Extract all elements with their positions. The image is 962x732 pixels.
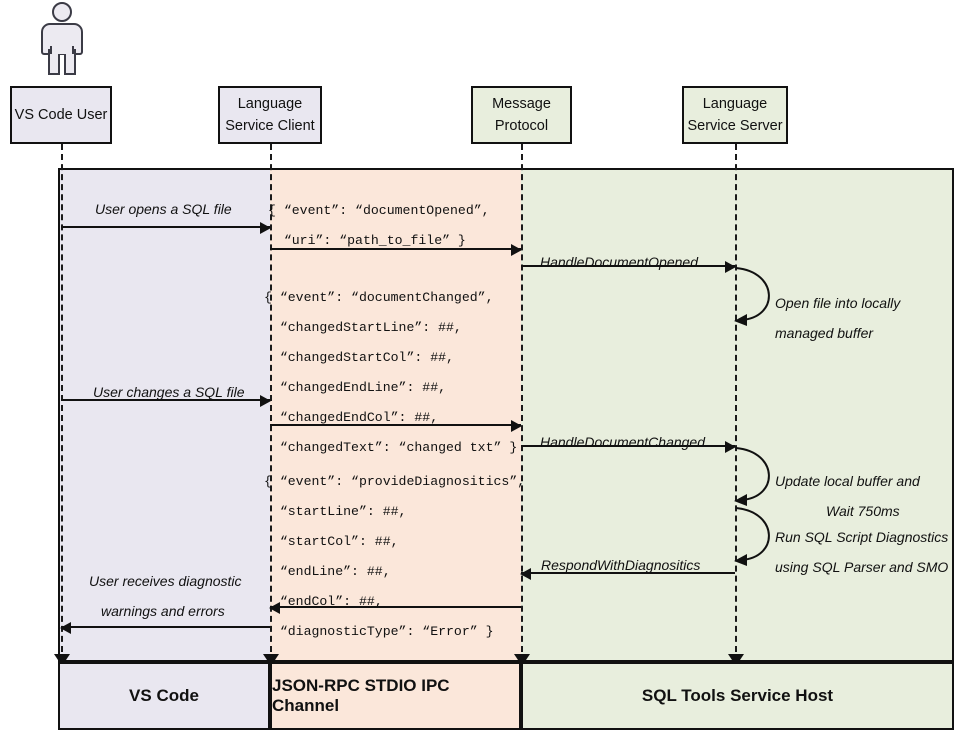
arrow-protocol-to-client-respond bbox=[269, 602, 521, 614]
lifeline-header-message-protocol: Message Protocol bbox=[471, 86, 572, 144]
actor-head-icon bbox=[52, 2, 72, 22]
lifeline-title-line1: Message bbox=[492, 95, 551, 112]
lifeline-title-line1: Language bbox=[237, 95, 303, 112]
json-payload-document-changed: { “event”: “documentChanged”, “changedSt… bbox=[264, 283, 517, 463]
message-label-user-receives-line2: warnings and errors bbox=[101, 603, 225, 619]
lifeline-header-vs-code-user: VS Code User bbox=[10, 86, 112, 144]
message-label-respond-with-diagnositics: RespondWithDiagnositics bbox=[541, 557, 701, 573]
json-line: “endCol”: ##, bbox=[264, 594, 383, 609]
json-line: “endLine”: ##, bbox=[264, 564, 391, 579]
user-actor-icon bbox=[38, 2, 86, 76]
actor-left-leg-icon bbox=[48, 49, 60, 75]
swimlane-outline bbox=[58, 168, 954, 662]
swimlane-service-host bbox=[521, 168, 954, 662]
lifeline-title-line2: Service Client bbox=[225, 118, 315, 134]
json-line: “diagnosticType”: “Error” } bbox=[264, 624, 494, 639]
selfloop-open-file-arrow bbox=[734, 267, 770, 326]
json-line: “changedStartCol”: ##, bbox=[264, 350, 454, 365]
lifeline-title-line2: Protocol bbox=[494, 118, 549, 134]
selfloop-update-buffer-arrow bbox=[734, 447, 770, 506]
json-payload-document-opened: { “event”: “documentOpened”, “uri”: “pat… bbox=[268, 196, 490, 256]
lifeline-vs-code-user bbox=[61, 144, 63, 662]
footer-label-ipc-channel: JSON-RPC STDIO IPC Channel bbox=[270, 662, 521, 730]
note-open-file-line1: Open file into locally bbox=[775, 295, 901, 311]
selfloop-run-diagnostics-arrow bbox=[734, 507, 770, 566]
swimlane-vscode bbox=[58, 168, 270, 662]
footer-text: VS Code bbox=[129, 686, 199, 705]
note-update-buffer-line2: Wait 750ms bbox=[826, 503, 900, 519]
json-line: “changedText”: “changed txt” } bbox=[264, 440, 518, 455]
lifeline-title-line1: Language bbox=[702, 95, 768, 112]
arrow-protocol-to-server-changed bbox=[521, 441, 736, 453]
arrow-user-to-client-open bbox=[61, 222, 271, 234]
lifeline-terminators bbox=[54, 654, 744, 666]
lifeline-header-language-service-server: Language Service Server bbox=[682, 86, 788, 144]
json-line: { “event”: “provideDiagnositics”, bbox=[264, 474, 526, 489]
footer-label-vs-code: VS Code bbox=[58, 662, 270, 730]
footer-text: JSON-RPC STDIO IPC Channel bbox=[272, 676, 450, 715]
lifeline-language-service-client bbox=[270, 144, 272, 662]
json-line: “changedEndCol”: ##, bbox=[264, 410, 439, 425]
lifeline-header-language-service-client: Language Service Client bbox=[218, 86, 322, 144]
footer-text: SQL Tools Service Host bbox=[641, 686, 834, 705]
arrow-server-to-protocol-respond bbox=[520, 568, 735, 580]
actor-torso-fill bbox=[50, 46, 74, 54]
lifeline-title-line1: VS Code User bbox=[14, 106, 108, 123]
message-label-user-receives-line1: User receives diagnostic bbox=[89, 573, 242, 589]
json-payload-provide-diagnositics: { “event”: “provideDiagnositics”, “start… bbox=[264, 467, 525, 647]
note-update-buffer-line1: Update local buffer and bbox=[775, 473, 920, 489]
arrow-client-to-user-diagnostics bbox=[60, 622, 270, 634]
lifeline-message-protocol bbox=[521, 144, 523, 662]
json-line: { “event”: “documentOpened”, bbox=[268, 203, 490, 218]
actor-right-leg-icon bbox=[64, 49, 76, 75]
json-line: { “event”: “documentChanged”, bbox=[264, 290, 494, 305]
swimlane-ipc-channel bbox=[270, 168, 521, 662]
lifeline-language-service-server bbox=[735, 144, 737, 662]
footer-label-service-host: SQL Tools Service Host bbox=[521, 662, 954, 730]
note-open-file-line2: managed buffer bbox=[775, 325, 874, 341]
message-label-user-opens-sql-file: User opens a SQL file bbox=[95, 201, 232, 217]
message-label-handle-document-changed: HandleDocumentChanged bbox=[540, 434, 705, 450]
arrow-client-to-protocol-open bbox=[270, 244, 522, 256]
arrow-protocol-to-server-opened bbox=[521, 261, 736, 273]
json-line: “changedStartLine”: ##, bbox=[264, 320, 462, 335]
lifeline-title-line2: Service Server bbox=[687, 118, 783, 134]
arrow-user-to-client-change bbox=[61, 395, 271, 407]
note-run-diagnostics-line2: using SQL Parser and SMO bbox=[775, 559, 949, 575]
json-line: “changedEndLine”: ##, bbox=[264, 380, 447, 395]
message-label-user-changes-sql-file: User changes a SQL file bbox=[93, 384, 245, 400]
json-line: “uri”: “path_to_file” } bbox=[268, 233, 466, 248]
arrow-client-to-protocol-changed bbox=[270, 420, 522, 432]
json-line: “startCol”: ##, bbox=[264, 534, 399, 549]
note-run-diagnostics-line1: Run SQL Script Diagnostics bbox=[775, 529, 949, 545]
json-line: “startLine”: ##, bbox=[264, 504, 407, 519]
message-label-handle-document-opened: HandleDocumentOpened bbox=[540, 254, 698, 270]
